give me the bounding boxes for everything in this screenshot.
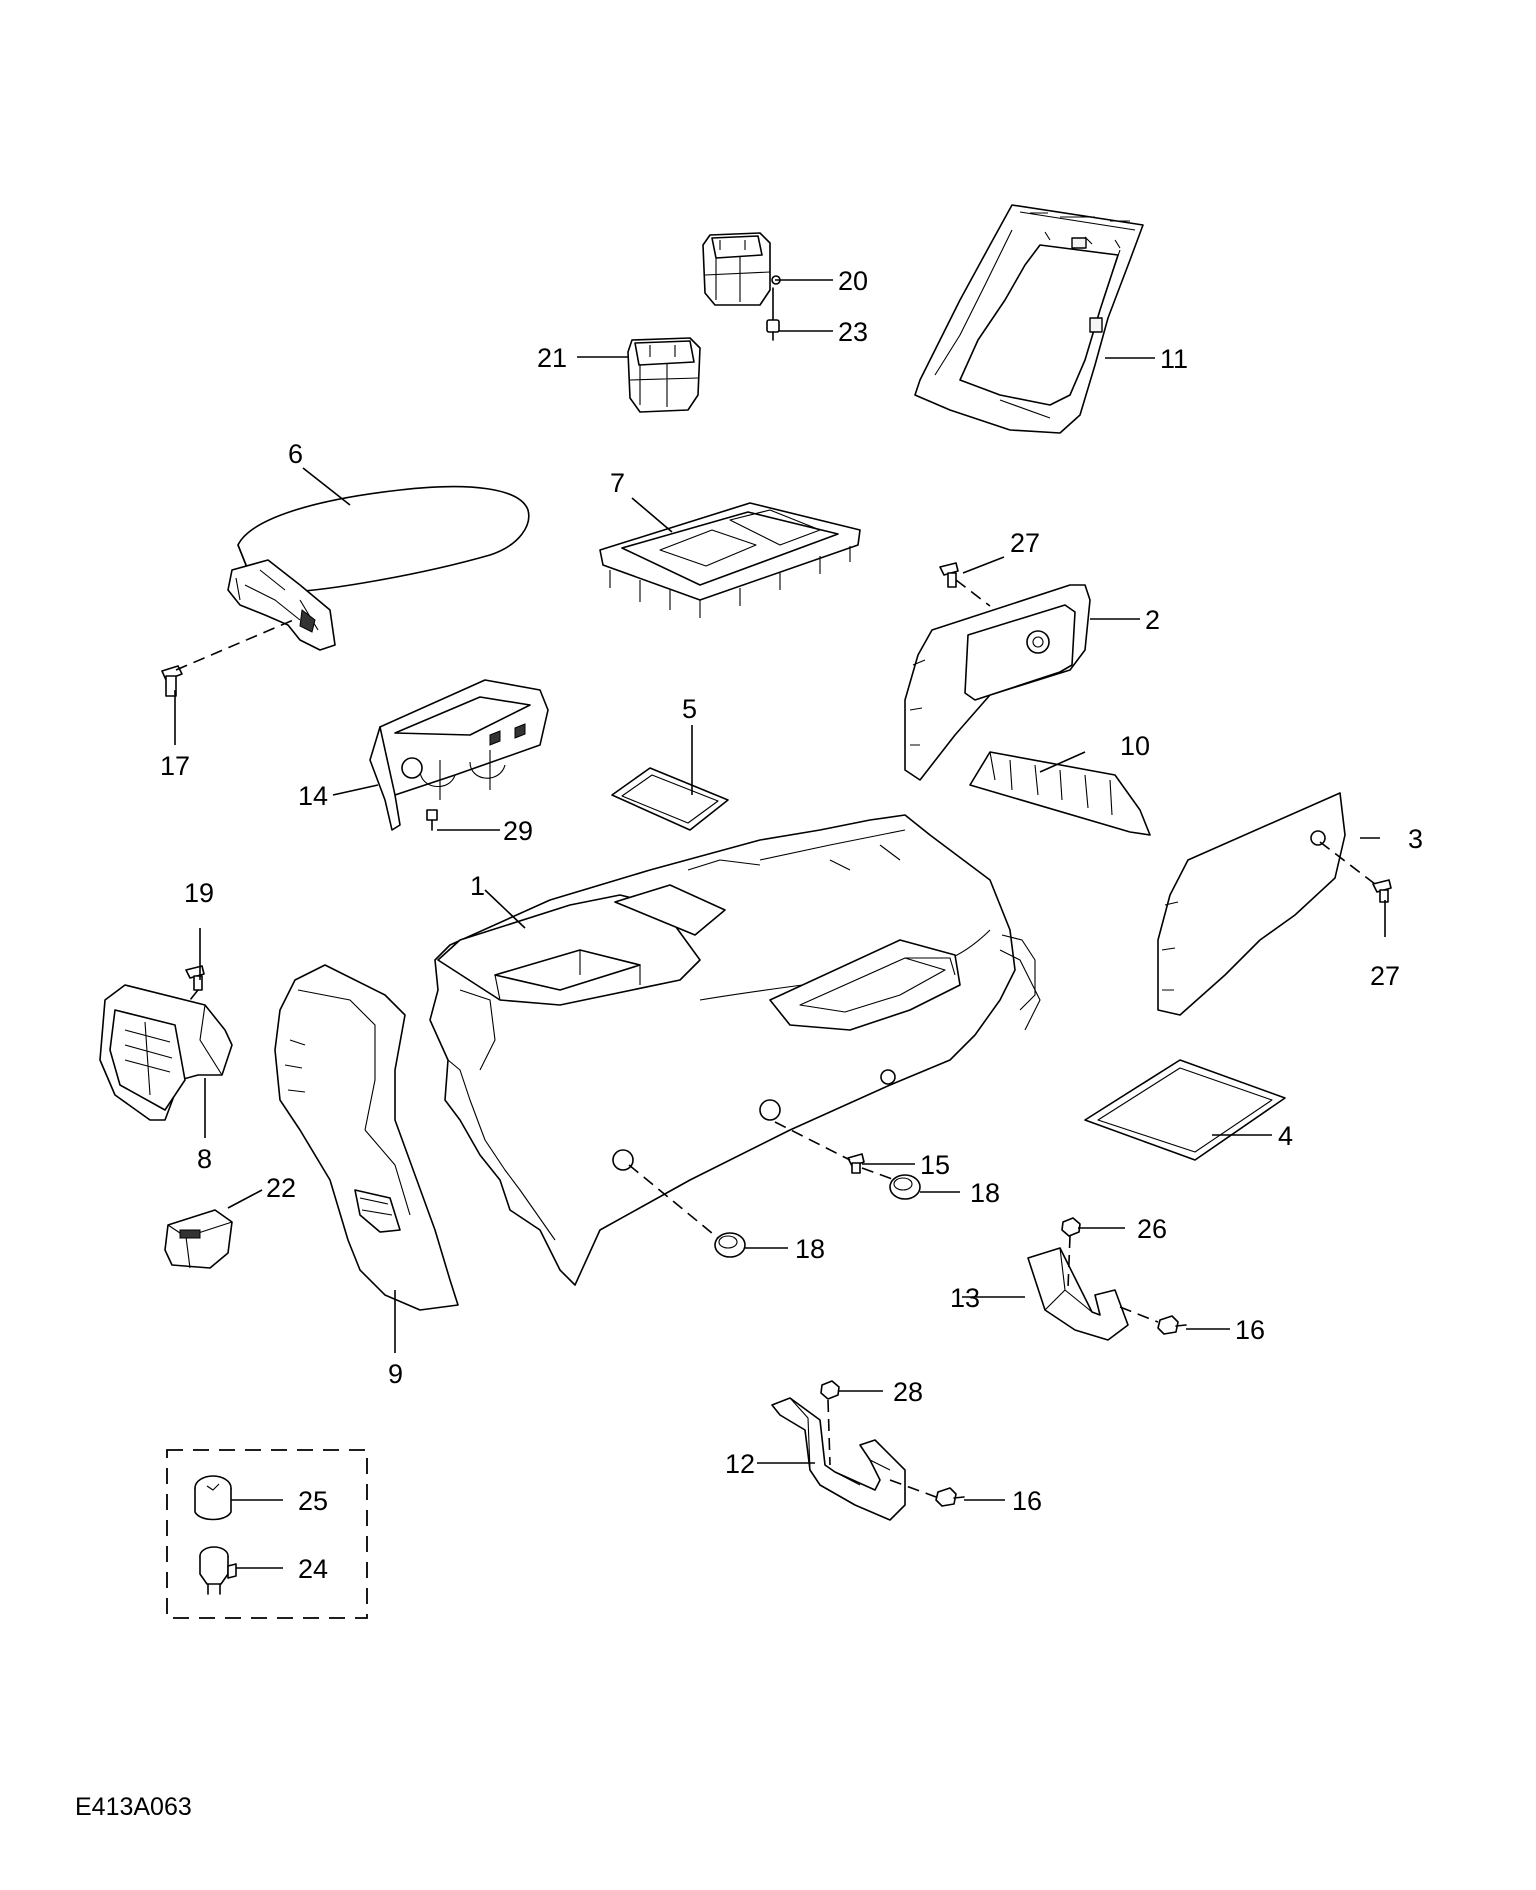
callout-10: 10 bbox=[1120, 731, 1150, 761]
callout-7: 7 bbox=[610, 468, 625, 498]
callout-20: 20 bbox=[838, 266, 868, 296]
assembly-dash-lines bbox=[175, 579, 1376, 1498]
part-4-mat[interactable] bbox=[1084, 1059, 1286, 1161]
callout-28: 28 bbox=[893, 1377, 923, 1407]
callout-2: 2 bbox=[1145, 605, 1160, 635]
callout-12: 12 bbox=[725, 1449, 755, 1479]
callout-16-upper: 16 bbox=[1235, 1315, 1265, 1345]
callout-18-lower: 18 bbox=[795, 1234, 825, 1264]
part-16-bolt-lower[interactable] bbox=[935, 1487, 965, 1507]
part-25-power-socket-cap[interactable] bbox=[194, 1475, 232, 1521]
part-13-bracket[interactable] bbox=[1027, 1247, 1129, 1341]
part-9-end-panel[interactable] bbox=[274, 964, 459, 1311]
part-29-screw[interactable] bbox=[426, 809, 438, 831]
part-15-fastener[interactable] bbox=[847, 1153, 865, 1174]
part-26-nut[interactable] bbox=[1061, 1217, 1081, 1237]
leader-lines bbox=[174, 279, 1386, 1569]
callout-5: 5 bbox=[682, 694, 697, 724]
part-27-clip-upper[interactable] bbox=[939, 562, 959, 588]
callout-3: 3 bbox=[1408, 824, 1423, 854]
part-2-side-panel[interactable] bbox=[904, 584, 1091, 781]
part-11-finisher-frame[interactable] bbox=[914, 204, 1144, 434]
callout-23: 23 bbox=[838, 317, 868, 347]
part-8-air-vent[interactable] bbox=[99, 984, 233, 1121]
part-27-clip-lower[interactable] bbox=[1372, 879, 1392, 903]
callout-8: 8 bbox=[197, 1144, 212, 1174]
callout-6: 6 bbox=[288, 439, 303, 469]
callout-19: 19 bbox=[184, 878, 214, 908]
callout-27-lower: 27 bbox=[1370, 961, 1400, 991]
callout-4: 4 bbox=[1278, 1121, 1293, 1151]
callout-9: 9 bbox=[388, 1359, 403, 1389]
part-16-bolt-upper[interactable] bbox=[1157, 1315, 1187, 1335]
part-23-screw[interactable] bbox=[766, 287, 780, 341]
callout-21: 21 bbox=[537, 343, 567, 373]
part-18-plug-lower[interactable] bbox=[714, 1232, 746, 1258]
callout-15: 15 bbox=[920, 1150, 950, 1180]
part-5-mat[interactable] bbox=[611, 767, 729, 831]
part-21-switch-pack[interactable] bbox=[627, 337, 701, 413]
callout-24: 24 bbox=[298, 1554, 328, 1584]
callout-17: 17 bbox=[160, 751, 190, 781]
part-3-side-panel[interactable] bbox=[1157, 792, 1346, 1016]
part-12-support-bracket[interactable] bbox=[771, 1397, 906, 1521]
part-6-armrest[interactable] bbox=[227, 485, 530, 651]
part-14-storage-module[interactable] bbox=[369, 679, 549, 831]
part-10-bracket[interactable] bbox=[969, 751, 1151, 836]
callout-26: 26 bbox=[1137, 1214, 1167, 1244]
part-22-socket[interactable] bbox=[164, 1209, 233, 1269]
part-20-switch-pack[interactable] bbox=[702, 232, 781, 306]
part-28-nut[interactable] bbox=[820, 1380, 840, 1400]
callout-11: 11 bbox=[1160, 344, 1188, 374]
diagram-code: E413A063 bbox=[75, 1793, 192, 1821]
callout-1: 1 bbox=[470, 871, 485, 901]
callout-14: 14 bbox=[298, 781, 328, 811]
part-7-upper-trim[interactable] bbox=[599, 502, 861, 618]
part-18-plug-upper[interactable] bbox=[889, 1174, 921, 1200]
callout-13: 13 bbox=[950, 1283, 980, 1313]
part-1-console-body[interactable] bbox=[429, 814, 1041, 1286]
callout-labels: 20 23 21 11 6 7 27 2 5 10 17 14 29 3 1 1… bbox=[160, 266, 1423, 1584]
part-19-fastener[interactable] bbox=[185, 965, 205, 991]
part-24-power-socket[interactable] bbox=[199, 1546, 237, 1595]
callout-25: 25 bbox=[298, 1486, 328, 1516]
callout-22: 22 bbox=[266, 1173, 296, 1203]
callout-29: 29 bbox=[503, 816, 533, 846]
callout-27-upper: 27 bbox=[1010, 528, 1040, 558]
callout-18-upper: 18 bbox=[970, 1178, 1000, 1208]
part-17-fastener[interactable] bbox=[161, 665, 183, 697]
optional-parts-box bbox=[166, 1449, 368, 1619]
callout-16-lower: 16 bbox=[1012, 1486, 1042, 1516]
